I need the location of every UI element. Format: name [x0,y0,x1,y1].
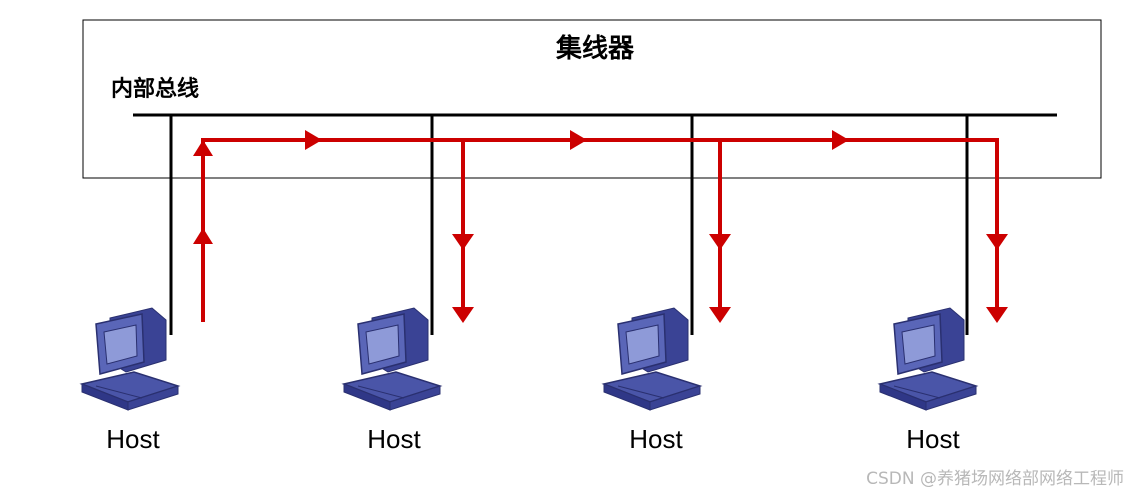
host-label: Host [629,424,683,454]
arrow-up-icon [193,140,213,156]
computer-icon [879,307,977,411]
host-label: Host [906,424,960,454]
hub-title: 集线器 [555,33,635,64]
arrow-right-icon [305,130,322,150]
arrow-down-icon [986,307,1008,323]
computer-icon [603,307,701,411]
signal-arrows [193,130,1008,323]
host-label: Host [106,424,160,454]
computer-icon [343,307,441,411]
arrow-up-icon [193,228,213,244]
hub-box [82,19,1102,179]
arrow-down-icon [452,307,474,323]
host-label: Host [367,424,421,454]
bus-label: 内部总线 [111,76,199,102]
arrow-down-icon [709,234,731,250]
arrow-right-icon [832,130,849,150]
arrow-right-icon [570,130,587,150]
watermark: CSDN @养猪场网络部网络工程师 [866,469,1124,489]
computer-icon [81,307,179,411]
arrow-down-icon [452,234,474,250]
arrow-down-icon [986,234,1008,250]
arrow-down-icon [709,307,731,323]
